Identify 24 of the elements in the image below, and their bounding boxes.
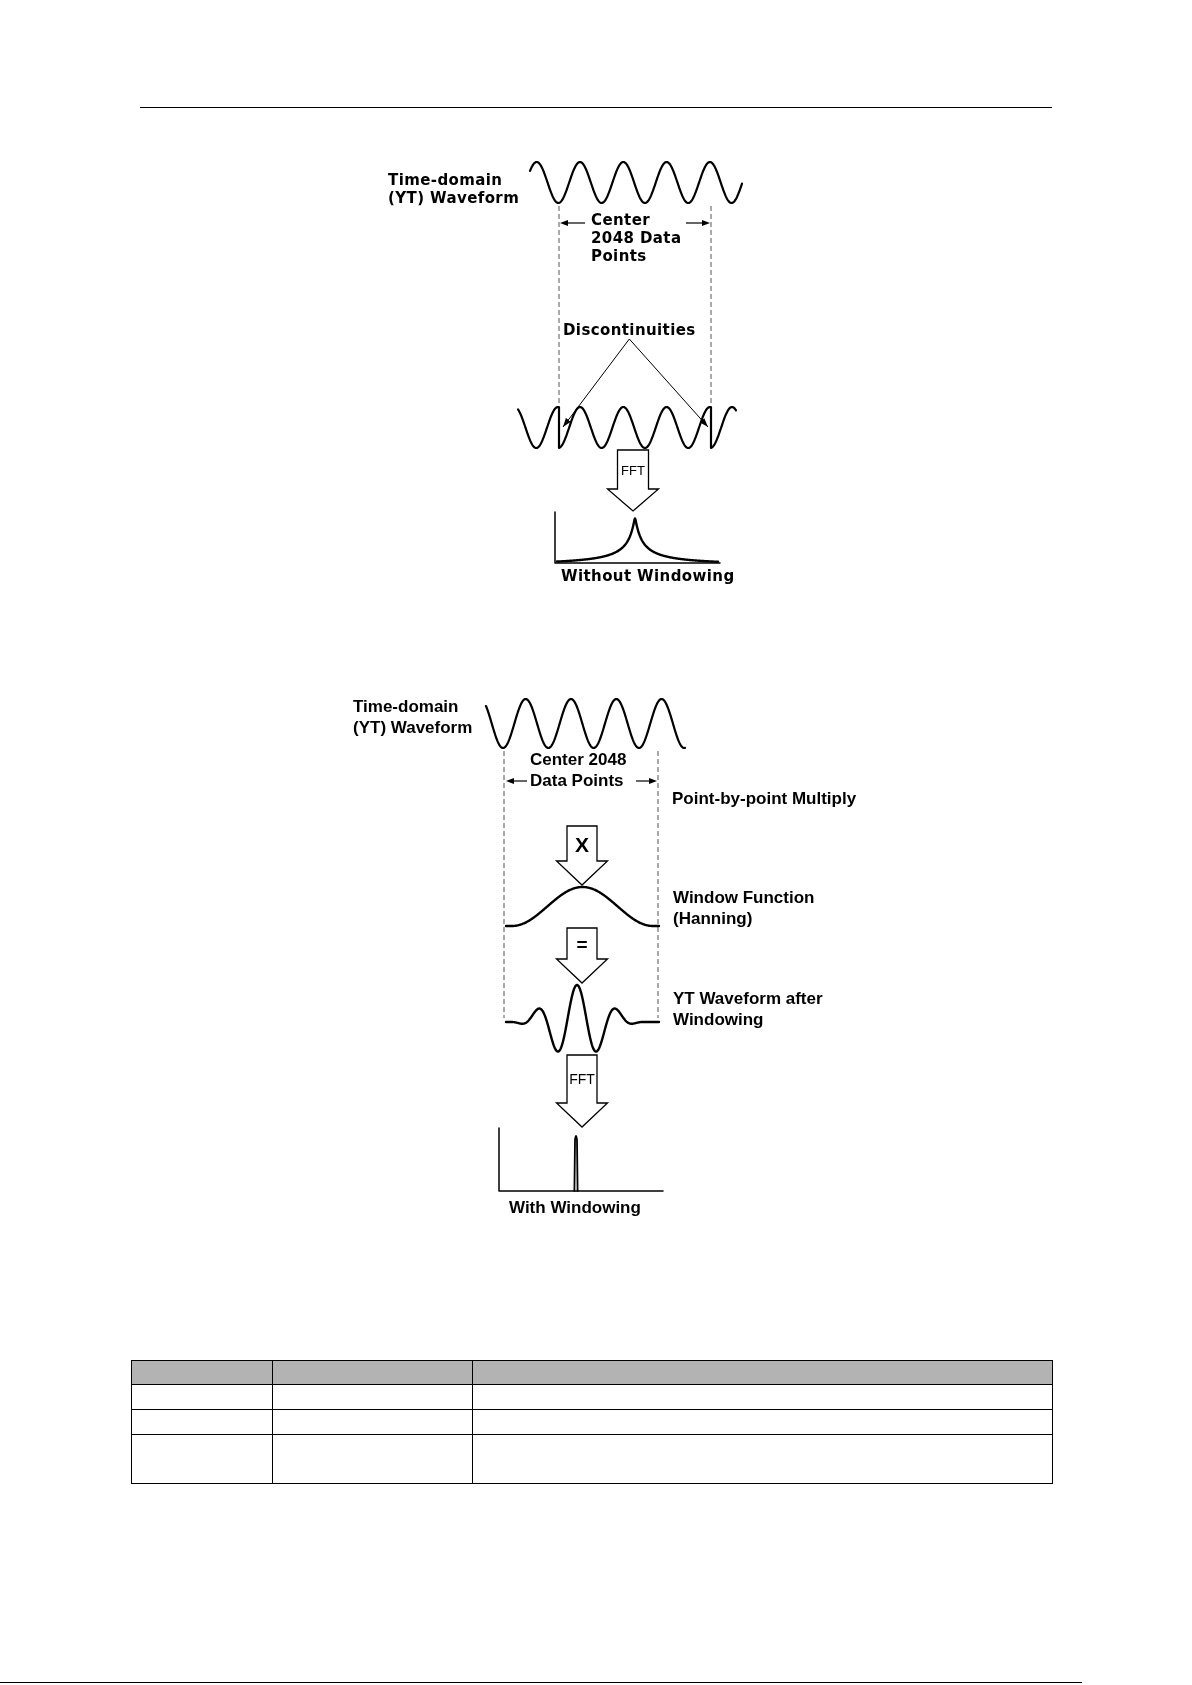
edge-label: FFT	[621, 463, 645, 476]
waveform-label: Time-domain (YT) Waveform	[388, 171, 521, 207]
block-arrow	[554, 825, 610, 886]
spectrum-plot-drawing	[498, 1127, 664, 1192]
dimension-label: Center 2048 Data Points	[530, 749, 628, 791]
dimension-label: Center 2048 Data Points	[591, 211, 683, 265]
window-curve-drawing	[505, 885, 660, 928]
step-label: Point-by-point Multiply	[672, 788, 857, 809]
discontinuous-waveform-drawing	[517, 405, 737, 450]
plot-caption: Without Windowing	[561, 567, 735, 585]
curve-label: Window Function (Hanning)	[673, 887, 816, 929]
block-arrow	[554, 927, 610, 984]
spectrum-plot-drawing	[554, 511, 721, 564]
leader-line	[562, 338, 630, 428]
annotation-label: Discontinuities	[563, 321, 696, 339]
leader-line	[628, 338, 709, 428]
sine-wave-drawing	[485, 697, 687, 750]
sine-wave-drawing	[529, 160, 744, 205]
windowed-waveform-drawing	[505, 983, 660, 1055]
waveform-label: YT Waveform after Windowing	[673, 988, 824, 1030]
waveform-label: Time-domain (YT) Waveform	[353, 696, 474, 738]
edge-label: FFT	[569, 1072, 595, 1086]
plot-caption: With Windowing	[509, 1197, 641, 1218]
block-arrow	[554, 1054, 610, 1128]
